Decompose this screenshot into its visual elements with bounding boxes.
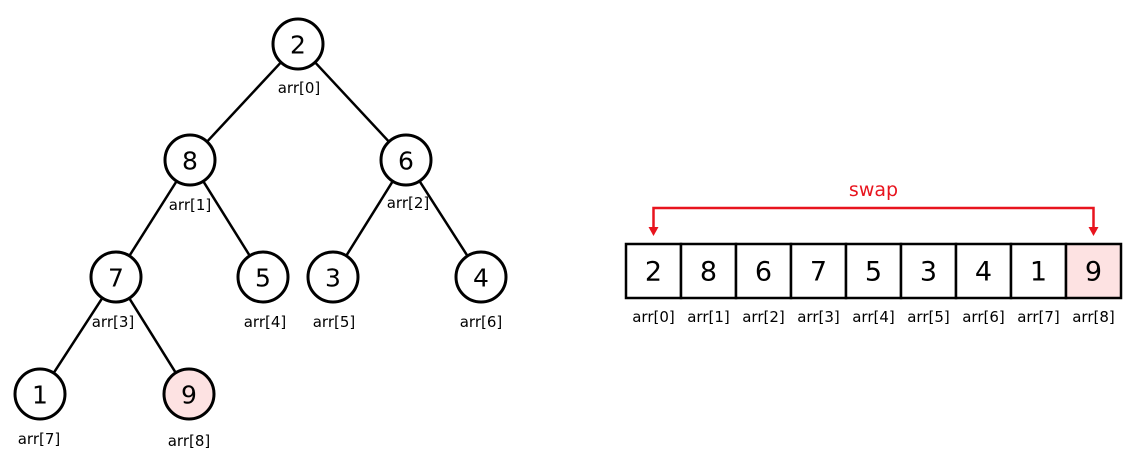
tree-node: 8 arr[1]	[163, 133, 217, 214]
tree-edge	[314, 61, 390, 143]
tree-node-value: 2	[290, 31, 306, 60]
tree-node-index-label: arr[4]	[244, 313, 287, 331]
array-cell-value: 3	[920, 257, 937, 288]
array-cell-box	[789, 242, 848, 300]
tree-node-circle	[13, 367, 67, 421]
tree-node-index-label: arr[5]	[313, 313, 356, 331]
array-cell-index-label: arr[4]	[852, 308, 895, 326]
array-cell: 5 arr[4]	[844, 242, 903, 326]
array-cell-index-label: arr[7]	[1017, 308, 1060, 326]
swap-arrowhead-left	[648, 227, 659, 236]
tree-node-circle	[236, 250, 290, 304]
array-cell-value: 8	[700, 257, 717, 288]
tree-node-circle	[163, 133, 217, 187]
tree-node-index-label: arr[7]	[18, 430, 61, 448]
tree-node-index-label: arr[3]	[92, 313, 135, 331]
tree-edge	[202, 180, 251, 257]
array-cell-index-label: arr[3]	[797, 308, 840, 326]
array-cell-index-label: arr[8]	[1072, 308, 1115, 326]
tree-node: 4 arr[6]	[454, 250, 508, 331]
array-cell-box	[679, 242, 738, 300]
array-cell-index-label: arr[5]	[907, 308, 950, 326]
tree-node-index-label: arr[2]	[387, 194, 430, 212]
tree-node-value: 3	[325, 264, 341, 293]
array-cell-value: 2	[645, 257, 662, 288]
tree-edge	[418, 180, 469, 257]
array-cell-value: 6	[755, 257, 772, 288]
tree-node: 6 arr[2]	[379, 133, 433, 212]
tree-node: 9 arr[8]	[162, 367, 216, 450]
array-cell-index-label: arr[1]	[687, 308, 730, 326]
array-cell: 8 arr[1]	[679, 242, 738, 326]
array-cell: 6 arr[2]	[734, 242, 793, 326]
swap-arrowhead-right	[1088, 227, 1099, 236]
tree-node-value: 9	[181, 381, 197, 410]
array-cell-box	[624, 242, 683, 300]
tree-edge	[52, 297, 104, 374]
tree-node-index-label: arr[1]	[169, 196, 212, 214]
array-cell: 4 arr[6]	[954, 242, 1013, 326]
tree-node: 1 arr[7]	[13, 367, 67, 448]
tree-edge	[345, 180, 394, 257]
tree-node-index-label: arr[6]	[460, 313, 503, 331]
tree-edge	[206, 61, 282, 143]
tree-node-index-label: arr[0]	[278, 79, 321, 97]
tree-node-value: 5	[255, 264, 271, 293]
tree-edge	[128, 180, 178, 257]
tree-node-circle	[454, 250, 508, 304]
tree-node-circle	[89, 250, 143, 304]
array-cell: 7 arr[3]	[789, 242, 848, 326]
binary-tree: 2 arr[0] 8 arr[1] 6 arr[2] 7 arr[3] 5 arr[4] 3 arr[…	[13, 17, 508, 450]
tree-node: 5 arr[4]	[236, 250, 290, 331]
tree-node-circle	[271, 17, 325, 71]
array-cell: 2 arr[0]	[624, 242, 683, 326]
array-cell-box	[899, 242, 958, 300]
array-cell: 1 arr[7]	[1009, 242, 1068, 326]
array-cell-index-label: arr[6]	[962, 308, 1005, 326]
swap-bracket-line	[652, 206, 1095, 228]
array-cell-value: 5	[865, 257, 882, 288]
swap-indicator: swap	[648, 179, 1099, 236]
tree-node-value: 1	[32, 381, 48, 410]
tree-node: 3 arr[5]	[306, 250, 360, 331]
tree-node-circle	[306, 250, 360, 304]
array-cell-value: 7	[810, 257, 827, 288]
tree-node: 2 arr[0]	[271, 17, 325, 97]
tree-edges	[52, 61, 469, 374]
array-cell-index-label: arr[0]	[632, 308, 675, 326]
tree-node-value: 8	[182, 147, 198, 176]
tree-node-index-label: arr[8]	[168, 432, 211, 450]
array-cell: 9 arr[8]	[1064, 242, 1123, 326]
tree-node-value: 4	[473, 264, 489, 293]
tree-node-value: 6	[398, 147, 414, 176]
array-cell-box	[1064, 242, 1123, 300]
tree-node-circle	[162, 367, 216, 421]
array-cell-box	[1009, 242, 1068, 300]
array-cell-value: 1	[1030, 257, 1047, 288]
array-view: 2 arr[0] 8 arr[1] 6 arr[2] 7 arr[3] 5 arr[4] 3 arr[…	[624, 242, 1123, 326]
tree-edge	[128, 297, 177, 374]
array-cell: 3 arr[5]	[899, 242, 958, 326]
array-cell-box	[844, 242, 903, 300]
tree-node-circle	[379, 133, 433, 187]
tree-node: 7 arr[3]	[89, 250, 143, 331]
tree-node-value: 7	[108, 264, 124, 293]
array-cell-index-label: arr[2]	[742, 308, 785, 326]
array-cell-value: 4	[975, 257, 992, 288]
array-cell-value: 9	[1085, 257, 1102, 288]
swap-label: swap	[849, 179, 898, 201]
